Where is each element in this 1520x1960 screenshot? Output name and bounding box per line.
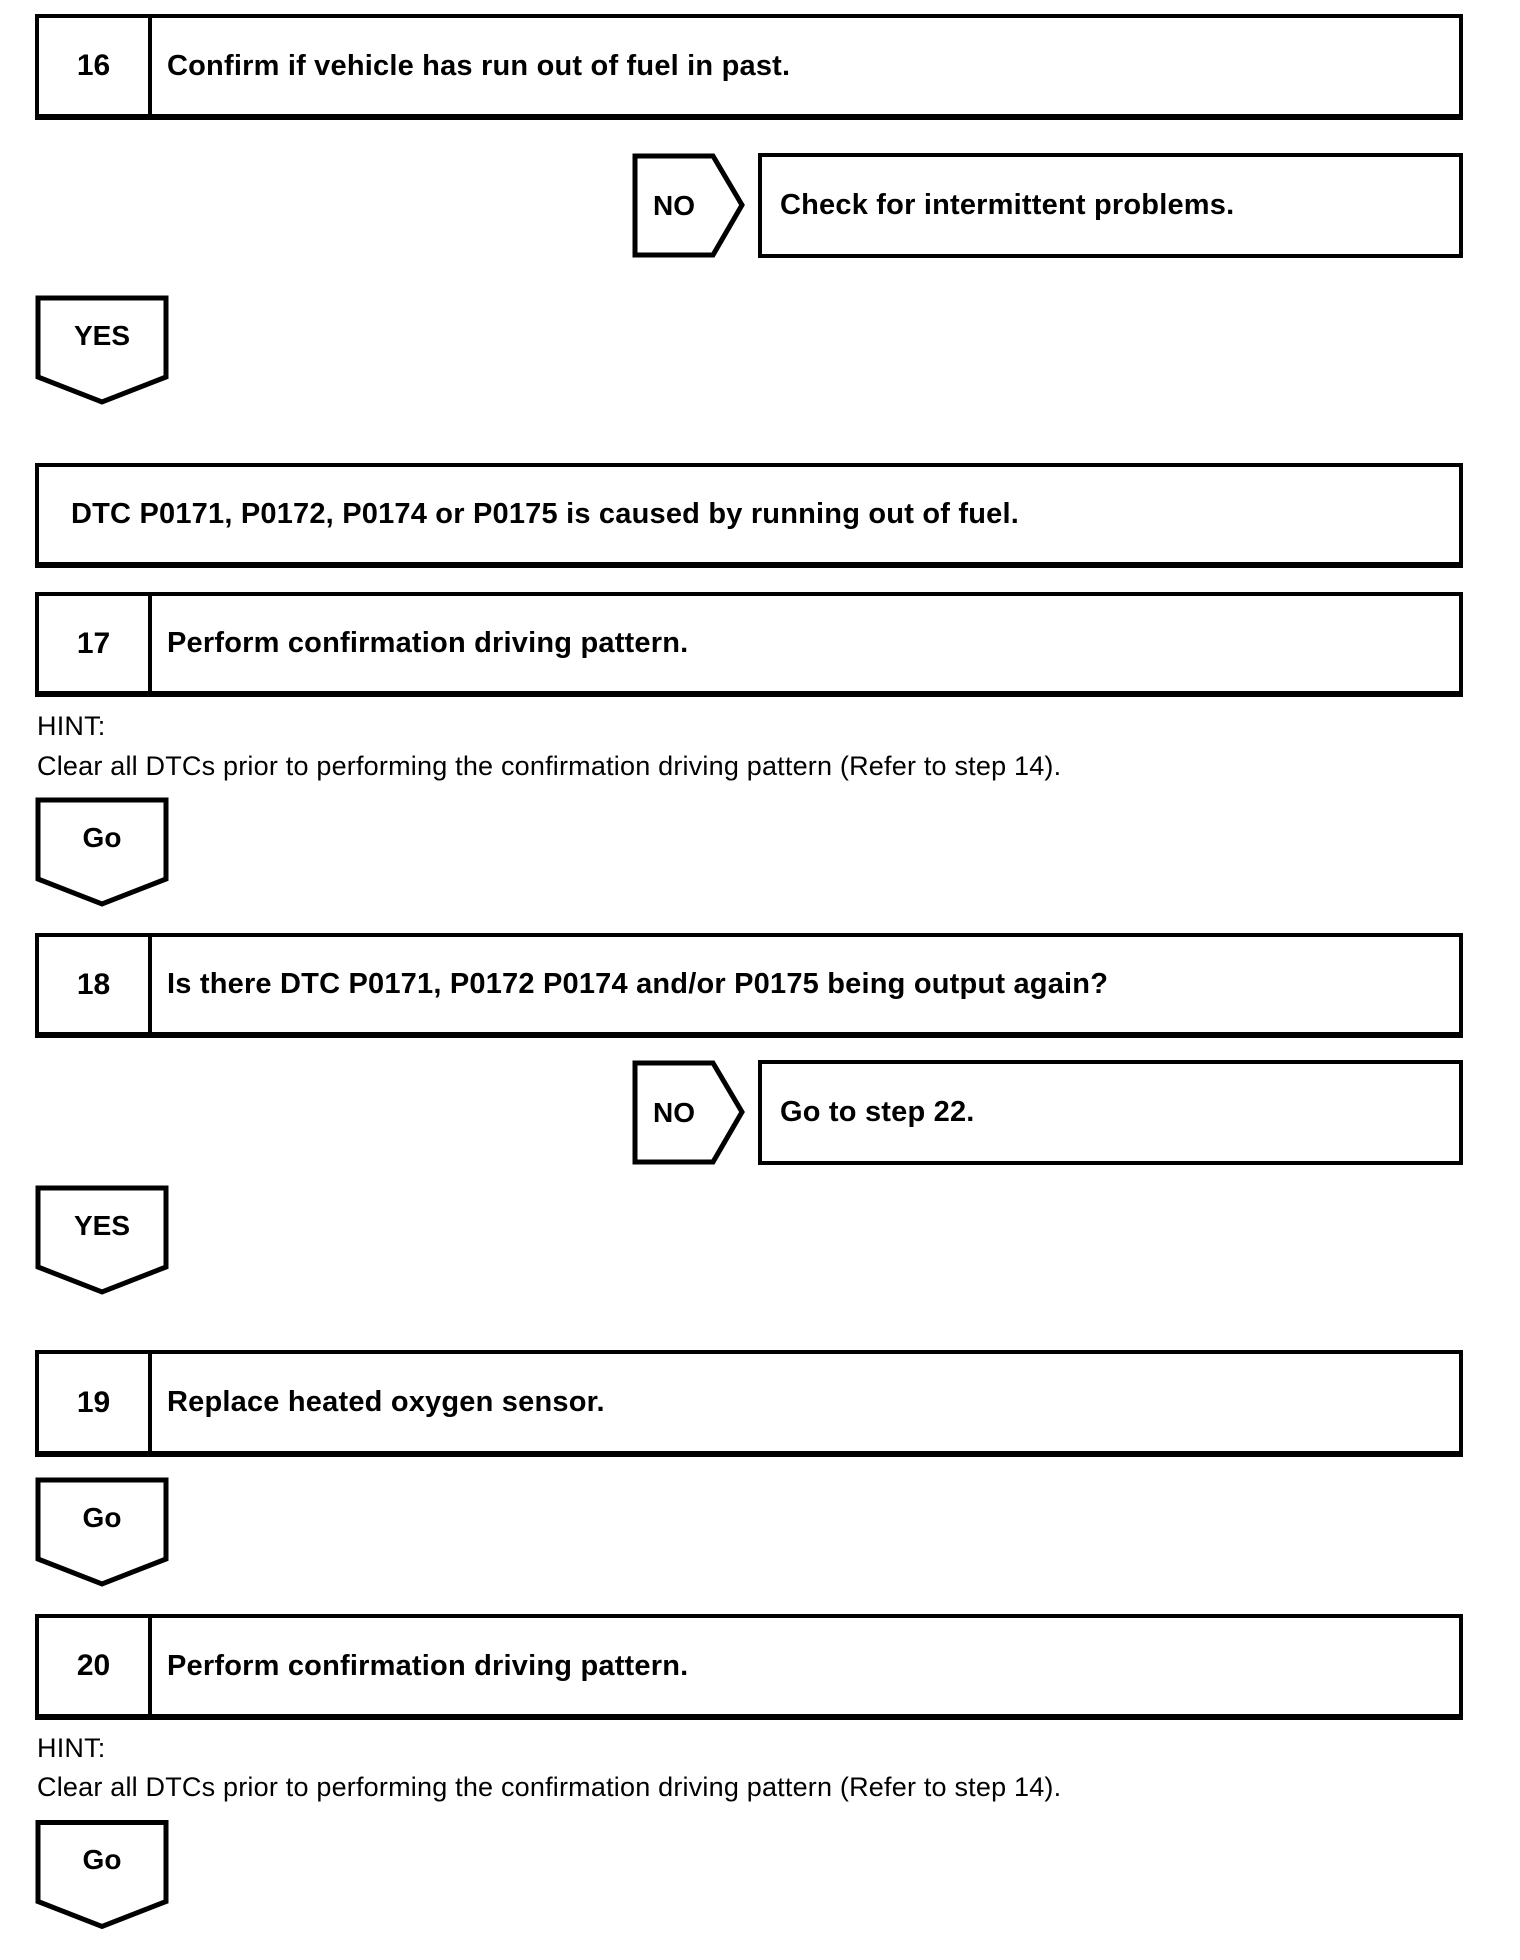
pentagon-right-icon xyxy=(632,153,745,258)
yes-connector: YES xyxy=(35,295,169,405)
go-connector: Go xyxy=(35,1477,169,1587)
hint-label: HINT: xyxy=(37,1733,106,1763)
hint-label: HINT: xyxy=(37,711,106,741)
pentagon-down-icon xyxy=(35,1185,169,1295)
connector-label: Go xyxy=(82,1844,122,1875)
pentagon-down-icon xyxy=(35,797,169,907)
connector-label: NO xyxy=(653,1096,695,1128)
step-box-16: 16 Confirm if vehicle has run out of fue… xyxy=(35,14,1463,120)
connector-label: Go xyxy=(82,1502,122,1533)
step-number: 17 xyxy=(39,596,152,691)
connector-label: Go xyxy=(82,822,122,853)
step-number: 19 xyxy=(39,1354,152,1451)
yes-connector: YES xyxy=(35,1185,169,1295)
go-connector: Go xyxy=(35,797,169,907)
go-connector: Go xyxy=(35,1819,169,1930)
no-connector: NO xyxy=(632,1060,745,1165)
step-number: 18 xyxy=(39,937,152,1032)
connector-label: YES xyxy=(73,1210,131,1241)
step-number: 16 xyxy=(39,18,152,114)
step-instruction: Perform confirmation driving pattern. xyxy=(167,627,689,659)
step-box-20: 20 Perform confirmation driving pattern. xyxy=(35,1614,1463,1720)
result-box: Go to step 22. xyxy=(758,1060,1463,1165)
pentagon-down-icon xyxy=(35,1820,169,1930)
connector-label: NO xyxy=(653,189,695,221)
step-box-19: 19 Replace heated oxygen sensor. xyxy=(35,1350,1463,1457)
no-connector: NO xyxy=(632,153,745,258)
step-instruction: Perform confirmation driving pattern. xyxy=(167,1649,689,1682)
pentagon-down-icon xyxy=(35,295,169,405)
pentagon-down-icon xyxy=(35,1477,169,1587)
step-instruction: Replace heated oxygen sensor. xyxy=(167,1386,605,1418)
step-instruction: Confirm if vehicle has run out of fuel i… xyxy=(167,49,791,82)
step-number: 20 xyxy=(39,1618,152,1714)
hint-text: Clear all DTCs prior to performing the c… xyxy=(37,1772,1062,1802)
result-box: Check for intermittent problems. xyxy=(758,153,1463,258)
pentagon-right-icon xyxy=(632,1060,745,1165)
statement-box: DTC P0171, P0172, P0174 or P0175 is caus… xyxy=(35,463,1463,568)
step-box-18: 18 Is there DTC P0171, P0172 P0174 and/o… xyxy=(35,933,1463,1038)
hint-text: Clear all DTCs prior to performing the c… xyxy=(37,751,1062,781)
connector-label: YES xyxy=(73,320,131,351)
step-box-17: 17 Perform confirmation driving pattern. xyxy=(35,592,1463,697)
step-instruction: Is there DTC P0171, P0172 P0174 and/or P… xyxy=(167,968,1109,1000)
